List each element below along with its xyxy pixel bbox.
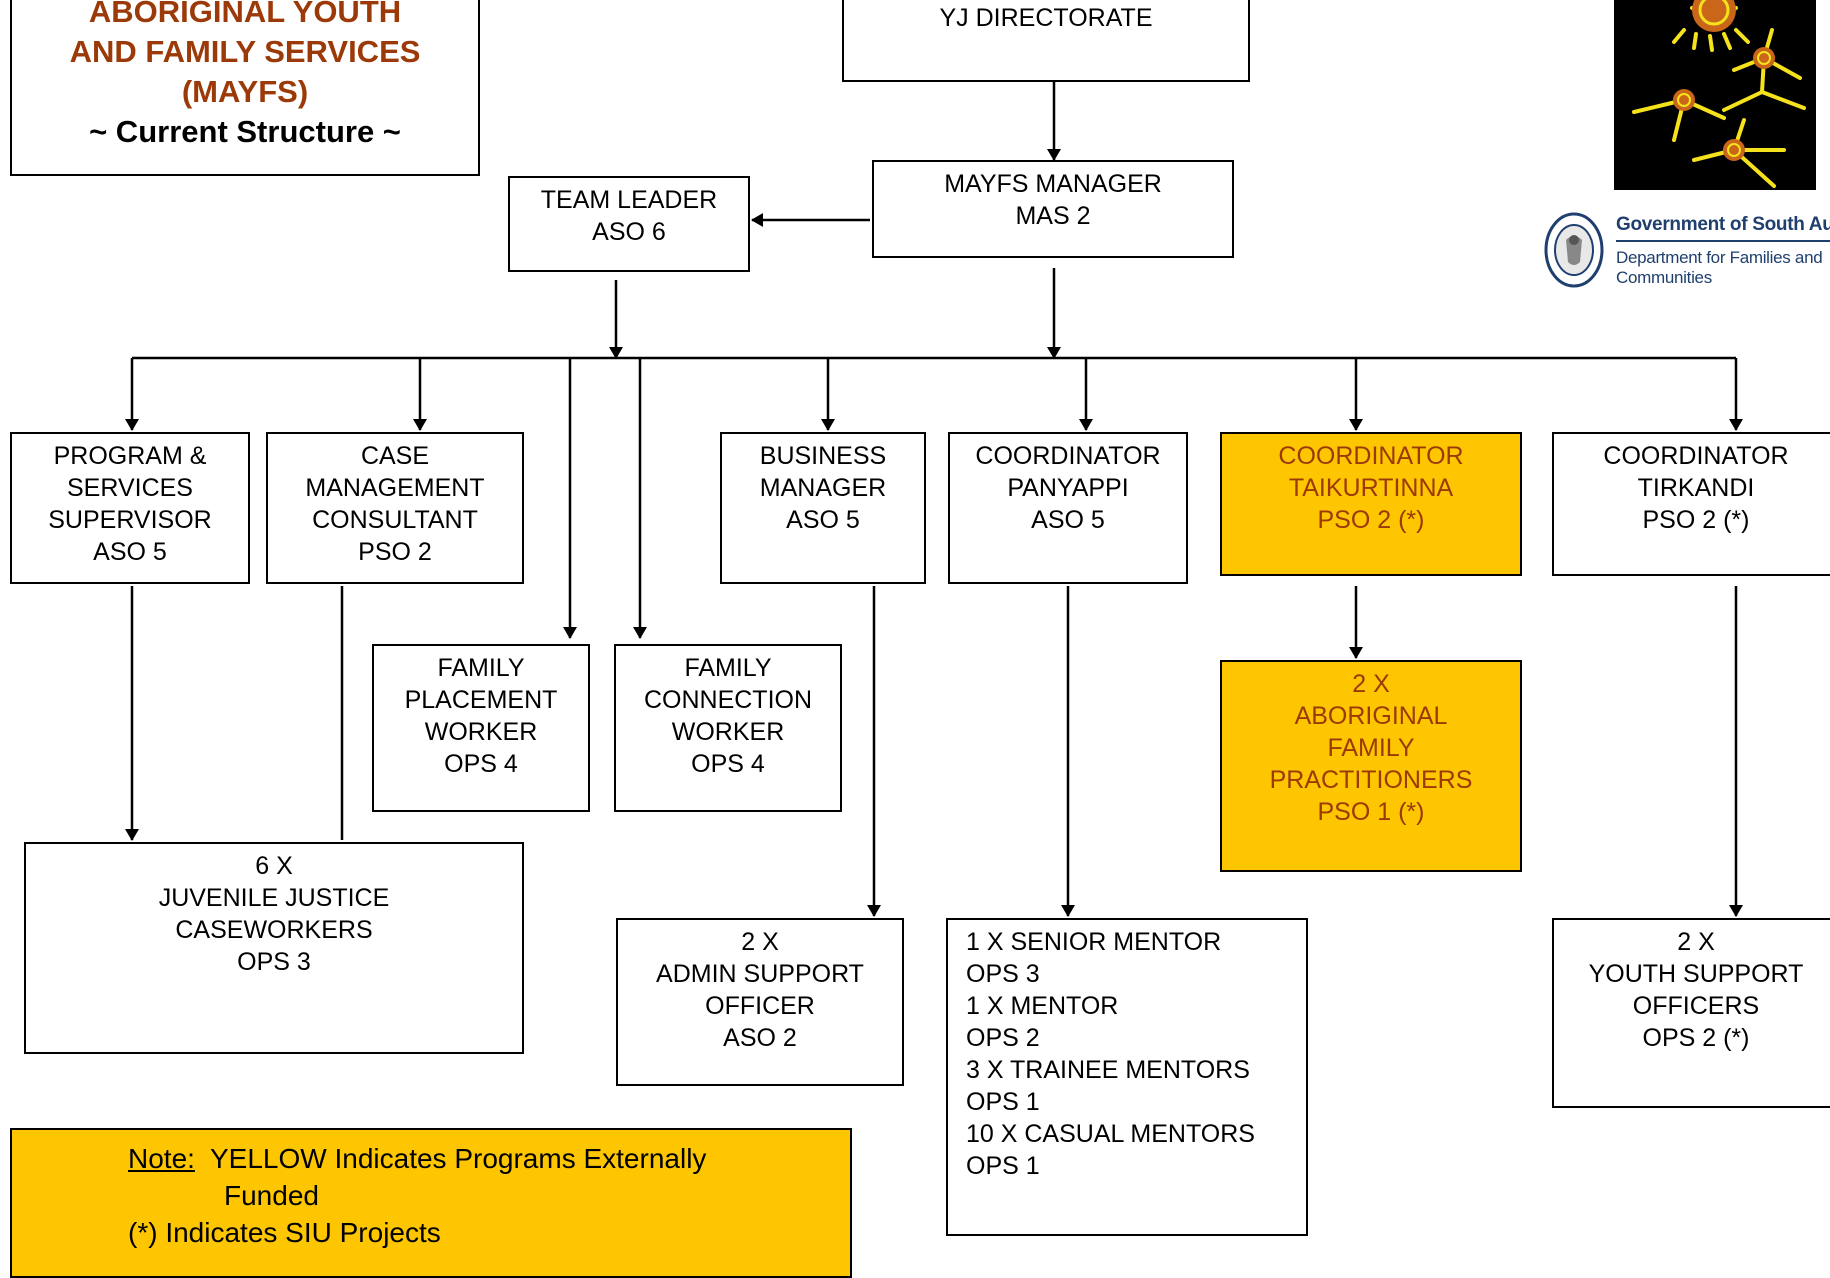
- node-yj-directorate: YJ DIRECTORATE: [842, 0, 1250, 82]
- government-logo: Government of South Australia Department…: [1544, 206, 1830, 296]
- node-family-practitioners: 2 X ABORIGINAL FAMILY PRACTITIONERS PSO …: [1220, 660, 1522, 872]
- node-business-manager: BUSINESS MANAGER ASO 5: [720, 432, 926, 584]
- page-title-line-2: AND FAMILY SERVICES: [69, 34, 421, 69]
- node-juvenile-caseworkers: 6 X JUVENILE JUSTICE CASEWORKERS OPS 3: [24, 842, 524, 1054]
- node-family-connection: FAMILY CONNECTION WORKER OPS 4: [614, 644, 842, 812]
- logo-rule: [1616, 240, 1830, 242]
- aboriginal-artwork-logo: [1614, 0, 1816, 190]
- title-box: ABORIGINAL YOUTH AND FAMILY SERVICES (MA…: [10, 0, 480, 176]
- node-mentors: 1 X SENIOR MENTOR OPS 3 1 X MENTOR OPS 2…: [946, 918, 1308, 1236]
- node-program-supervisor: PROGRAM & SERVICES SUPERVISOR ASO 5: [10, 432, 250, 584]
- note-line-1: YELLOW Indicates Programs Externally: [210, 1143, 707, 1174]
- node-mayfs-manager: MAYFS MANAGER MAS 2: [872, 160, 1234, 258]
- department-name: Department for Families and Communities: [1616, 248, 1823, 287]
- note-line-2: Funded: [224, 1180, 319, 1211]
- state-crest-icon: [1544, 212, 1604, 288]
- node-team-leader: TEAM LEADER ASO 6: [508, 176, 750, 272]
- page-subtitle: ~ Current Structure ~: [89, 114, 401, 149]
- note-line-3: (*) Indicates SIU Projects: [128, 1217, 441, 1248]
- page-title-line-1: ABORIGINAL YOUTH: [88, 0, 402, 29]
- legend-note: Note: YELLOW Indicates Programs External…: [10, 1128, 852, 1278]
- page-title-line-3: (MAYFS): [181, 74, 309, 109]
- node-coordinator-panyappi: COORDINATOR PANYAPPI ASO 5: [948, 432, 1188, 584]
- note-label: Note:: [128, 1143, 195, 1174]
- government-name: Government of South Australia: [1616, 214, 1830, 235]
- node-admin-support: 2 X ADMIN SUPPORT OFFICER ASO 2: [616, 918, 904, 1086]
- node-family-placement: FAMILY PLACEMENT WORKER OPS 4: [372, 644, 590, 812]
- node-case-consultant: CASE MANAGEMENT CONSULTANT PSO 2: [266, 432, 524, 584]
- node-youth-support: 2 X YOUTH SUPPORT OFFICERS OPS 2 (*): [1552, 918, 1830, 1108]
- node-coordinator-tirkandi: COORDINATOR TIRKANDI PSO 2 (*): [1552, 432, 1830, 576]
- node-coordinator-taikurtinna: COORDINATOR TAIKURTINNA PSO 2 (*): [1220, 432, 1522, 576]
